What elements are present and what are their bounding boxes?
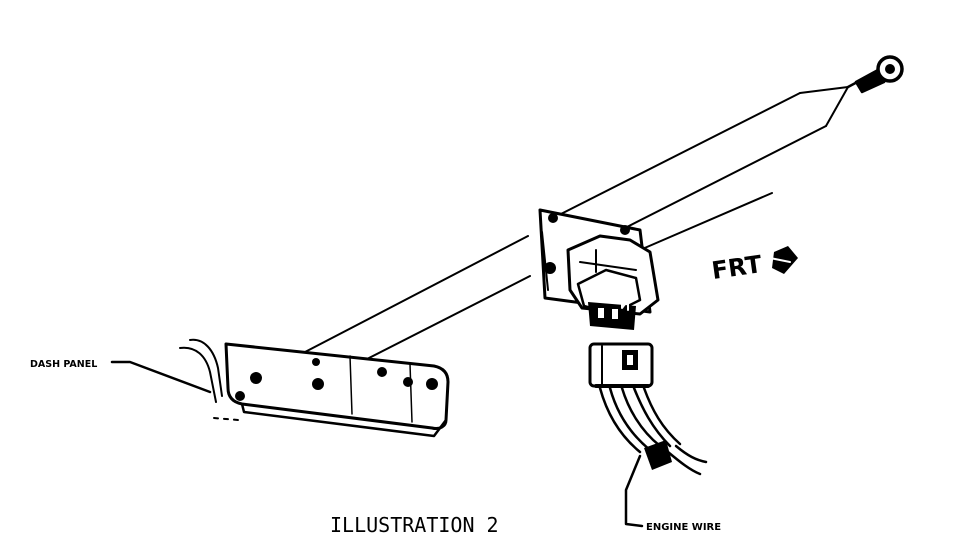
relay-body xyxy=(566,234,660,330)
label-leaders xyxy=(110,360,644,528)
dash-switch-holes xyxy=(235,358,438,401)
wire-harness xyxy=(598,386,708,476)
front-direction-label: FRT xyxy=(710,250,764,285)
wire-connector xyxy=(588,342,654,388)
dash-panel-label: DASH PANEL xyxy=(30,359,97,370)
illustration-caption: ILLUSTRATION 2 xyxy=(330,513,499,537)
engine-wire-label: ENGINE WIRE xyxy=(646,522,721,533)
dash-panel-edge xyxy=(179,338,239,421)
dash-switch-body xyxy=(224,342,450,438)
mounting-bolt xyxy=(846,55,904,94)
